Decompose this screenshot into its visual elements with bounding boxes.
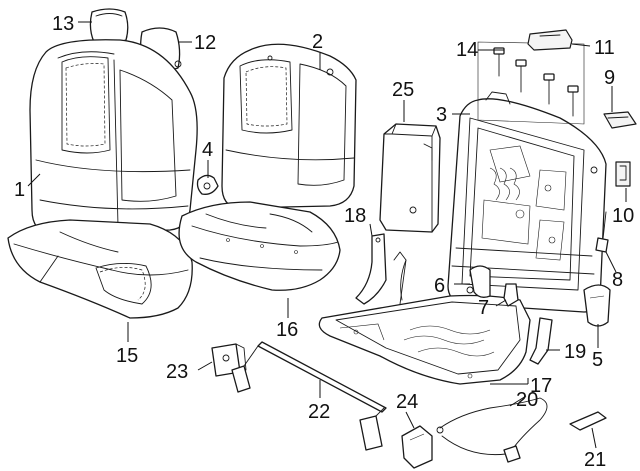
part-9-latch-bracket xyxy=(603,111,637,129)
part-2-seat-back-middle xyxy=(221,43,357,209)
bolt-2 xyxy=(515,59,527,93)
callout-6: 6 xyxy=(434,275,445,297)
part-18-side-bracket xyxy=(355,233,387,305)
leader-lines xyxy=(27,21,627,449)
callout-18: 18 xyxy=(344,205,366,227)
callout-labels: 13 12 1 2 14 11 25 9 3 4 10 18 8 6 7 15 … xyxy=(14,13,634,471)
part-19-side-bracket-right xyxy=(529,317,553,365)
callout-16: 16 xyxy=(276,319,298,341)
part-4-clip xyxy=(196,174,219,195)
part-7-hook xyxy=(503,283,519,307)
bolt-1 xyxy=(493,47,505,77)
callout-8: 8 xyxy=(612,269,623,291)
callout-22: 22 xyxy=(308,401,330,423)
part-11-latch-cover xyxy=(527,29,573,51)
callout-3: 3 xyxy=(436,104,447,126)
part-15-seat-cushion-left xyxy=(7,219,193,319)
leader-23 xyxy=(197,361,213,371)
callout-2: 2 xyxy=(312,31,323,53)
callout-14: 14 xyxy=(456,39,478,61)
part-20-release-cable xyxy=(436,397,548,463)
leader-24 xyxy=(405,411,415,429)
leader-11 xyxy=(571,43,591,47)
leader-20 xyxy=(509,395,527,407)
leader-7 xyxy=(495,299,507,307)
part-24-cover xyxy=(401,425,433,469)
part-10-striker xyxy=(615,161,631,187)
part-22-cross-tube xyxy=(231,341,387,451)
callout-13: 13 xyxy=(52,13,74,35)
callout-1: 1 xyxy=(14,179,25,201)
part-16-seat-cushion-middle xyxy=(178,201,341,291)
leader-21 xyxy=(591,427,597,449)
callout-11: 11 xyxy=(594,37,615,59)
callout-24: 24 xyxy=(396,391,418,413)
bolt-3 xyxy=(543,73,555,105)
callout-15: 15 xyxy=(116,345,138,367)
part-5-side-shield xyxy=(583,284,611,327)
part-21-trim-piece xyxy=(569,411,607,431)
leader-18 xyxy=(369,223,373,237)
callout-23: 23 xyxy=(166,361,188,383)
part-1-seat-back-left xyxy=(29,39,198,235)
part-17-seat-pan-frame xyxy=(318,251,531,385)
callout-12: 12 xyxy=(194,32,216,54)
callout-4: 4 xyxy=(202,139,213,161)
callout-17: 17 xyxy=(530,375,552,397)
leader-1 xyxy=(27,173,41,187)
leader-8 xyxy=(605,251,617,273)
bolt-4 xyxy=(567,85,579,117)
callout-25: 25 xyxy=(392,79,414,101)
part-25-armrest-insert xyxy=(379,123,441,233)
callout-7: 7 xyxy=(478,297,489,319)
part-6-trim-cover xyxy=(469,265,491,298)
callout-21: 21 xyxy=(584,449,606,471)
part-13-headrest-left xyxy=(89,8,129,45)
callout-10: 10 xyxy=(612,205,634,227)
callout-5: 5 xyxy=(592,349,603,371)
callout-20: 20 xyxy=(516,389,538,411)
callout-19: 19 xyxy=(564,341,586,363)
callout-9: 9 xyxy=(604,67,615,89)
